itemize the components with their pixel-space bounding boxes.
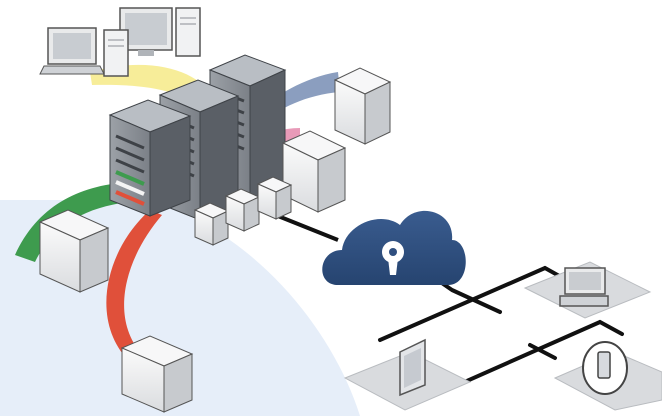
pink-linked-server <box>281 130 347 213</box>
link-red <box>106 210 162 360</box>
tablet-icon <box>399 338 426 397</box>
small-server-3 <box>256 176 293 220</box>
small-server-2 <box>224 188 261 232</box>
tower-icon-2 <box>103 29 129 77</box>
green-linked-server <box>38 209 110 293</box>
red-linked-server <box>120 335 194 413</box>
laptop-icon <box>39 27 105 75</box>
client-workstations <box>39 7 201 77</box>
blue-linked-server <box>333 67 392 145</box>
desktop-computer-icon <box>559 267 609 307</box>
lock-icon <box>382 241 404 275</box>
server-rack-left <box>108 99 192 217</box>
tower-icon <box>175 7 201 57</box>
secure-cloud <box>322 210 466 285</box>
small-server-1 <box>193 202 230 246</box>
handheld-device-icon <box>582 341 628 395</box>
